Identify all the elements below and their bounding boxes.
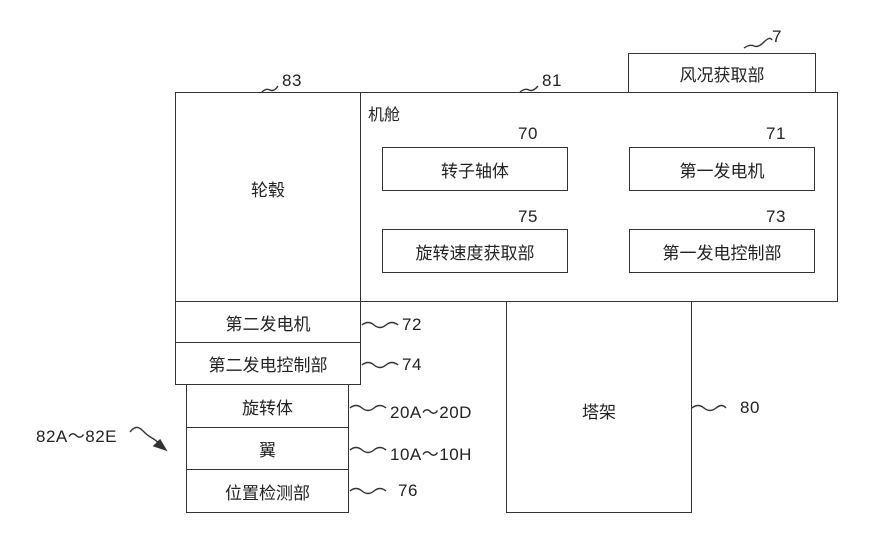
ref-position-detector: 76: [398, 481, 418, 501]
rotor-shaft-label: 转子轴体: [382, 147, 568, 191]
leader-82-arrowhead: [154, 440, 166, 450]
second-generator-label: 第二发电机: [175, 301, 361, 343]
ref-hub: 83: [282, 71, 302, 91]
nacelle-label: 机舱: [368, 101, 400, 125]
leader-80: [692, 406, 726, 411]
leader-72: [362, 323, 398, 328]
first-gen-control-label: 第一发电控制部: [629, 229, 815, 273]
ref-first-generator: 71: [766, 124, 786, 144]
rotating-body-label: 旋转体: [186, 384, 349, 428]
ref-rotation-speed-unit: 75: [518, 207, 538, 227]
ref-nacelle: 81: [542, 71, 562, 91]
leader-7: [744, 38, 772, 48]
ref-rotating-body: 20A～20D: [390, 398, 472, 423]
leader-10: [350, 448, 386, 453]
position-detector-label: 位置检测部: [186, 469, 349, 513]
leader-76: [350, 489, 386, 494]
ref-first-gen-control: 73: [766, 207, 786, 227]
second-gen-control-label: 第二发电控制部: [175, 342, 361, 385]
rotation-speed-unit-label: 旋转速度获取部: [382, 229, 568, 273]
ref-wind-unit: 7: [772, 27, 782, 47]
wing-label: 翼: [186, 427, 349, 470]
ref-rotor-shaft: 70: [518, 124, 538, 144]
leader-20: [350, 406, 386, 411]
wind-condition-unit-label: 风况获取部: [628, 53, 816, 93]
tower-label: 塔架: [506, 392, 692, 428]
ref-wing: 10A～10H: [390, 440, 472, 465]
ref-blade-group: 82A～82E: [36, 422, 117, 447]
first-generator-label: 第一发电机: [629, 147, 815, 191]
ref-tower: 80: [740, 398, 760, 418]
hub-label: 轮毂: [175, 170, 361, 206]
ref-second-generator: 72: [402, 315, 422, 335]
ref-second-gen-control: 74: [402, 355, 422, 375]
leader-74: [362, 363, 398, 368]
